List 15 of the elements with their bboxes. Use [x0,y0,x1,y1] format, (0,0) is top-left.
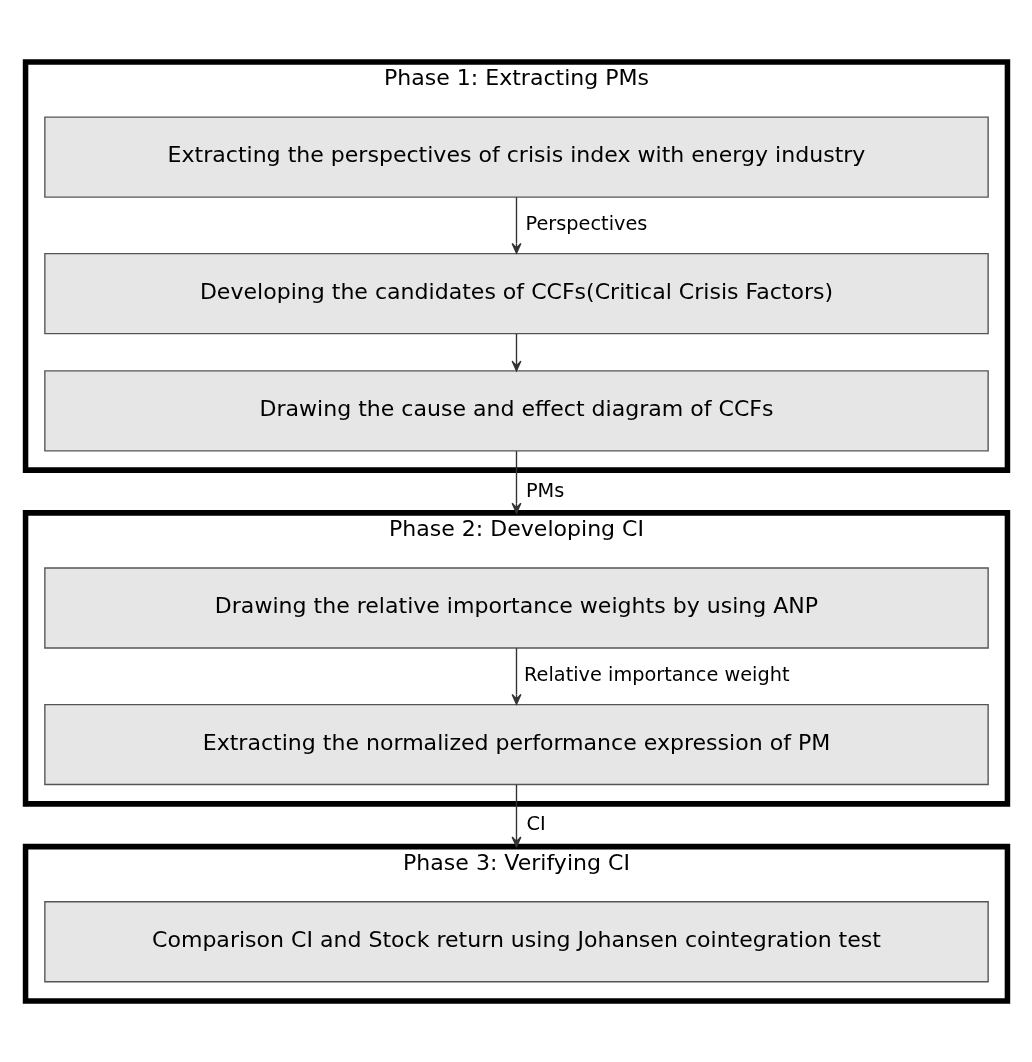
edge-label: CI [526,811,546,835]
edge-label: Relative importance weight [523,662,789,686]
node-box: Drawing the relative importance weights by using ANP [43,566,989,649]
edge-label: PMs [525,478,564,502]
arrow [510,646,522,705]
edge-label: Perspectives [525,211,647,235]
arrow [510,195,522,254]
node-box: Drawing the cause and effect diagram of CCFs [43,369,989,451]
arrow [510,783,522,847]
arrow [510,332,522,371]
node-box: Developing the candidates of CCFs(Critical Crisis Factors) [43,252,989,334]
arrow [510,449,522,514]
node-box: Comparison CI and Stock return using Johansen cointegration test [43,900,989,982]
node-box: Extracting the perspectives of crisis index with energy industry [43,115,989,198]
node-box: Extracting the normalized performance expression of PM [43,703,989,785]
